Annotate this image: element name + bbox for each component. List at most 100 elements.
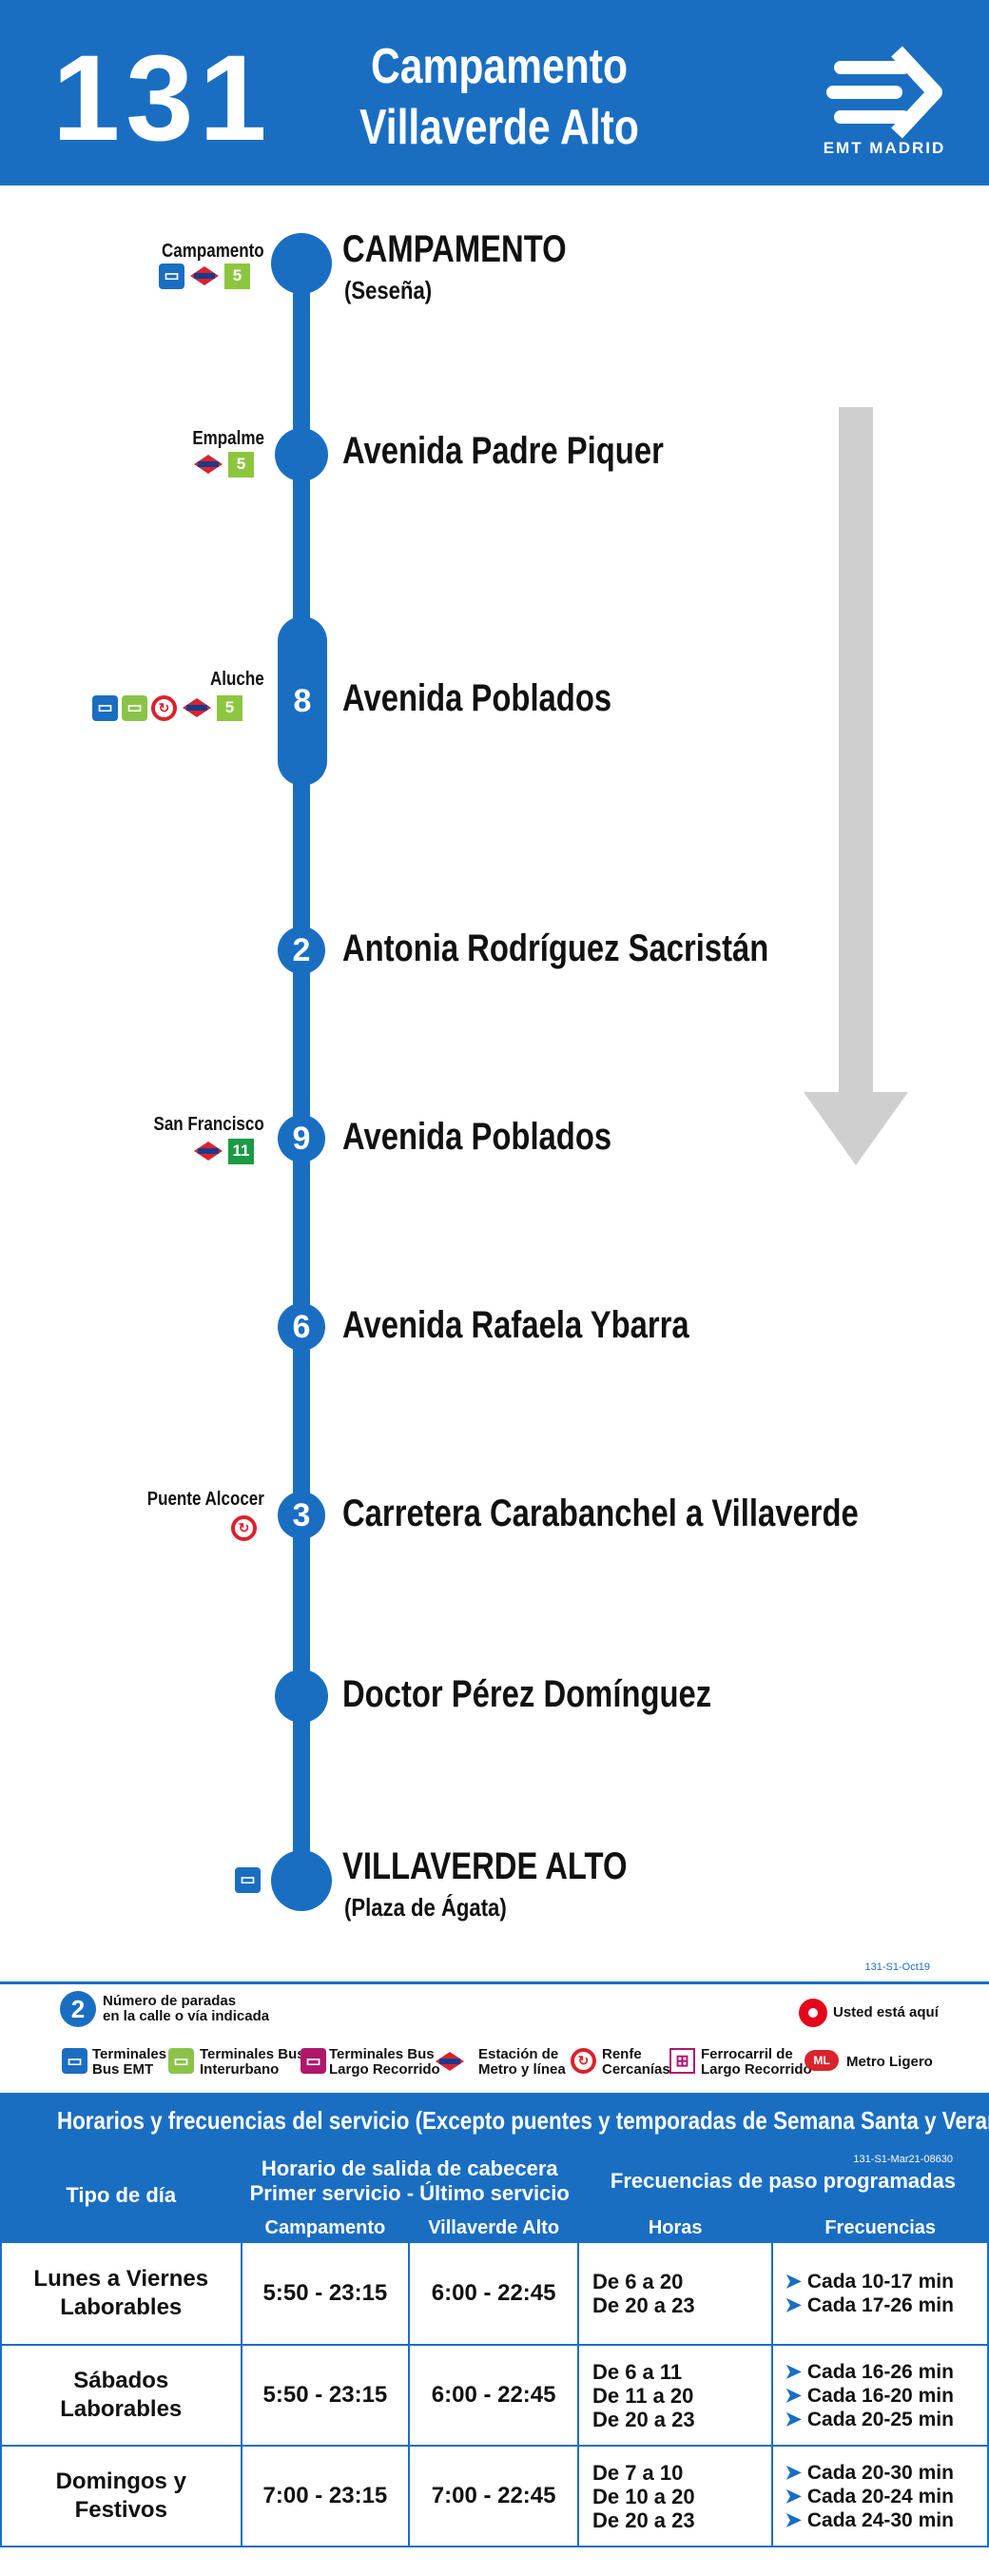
bus-terminal-icon: ▭ bbox=[235, 1866, 261, 1893]
metro-line-icon: 11 bbox=[228, 1138, 254, 1164]
line-number: 131 bbox=[52, 30, 273, 166]
header-day-type: Tipo de día bbox=[0, 2148, 242, 2243]
schedule-document-code: 131-S1-Mar21-08630 bbox=[853, 2154, 953, 2165]
legend-text: en la calle o vía indicada bbox=[103, 2008, 270, 2024]
first-last-cell: 7:00 - 22:45 bbox=[408, 2445, 579, 2547]
stop-name: Avenida Padre Piquer bbox=[342, 430, 664, 472]
header-frequencies: Frecuencias de paso programadas bbox=[576, 2148, 989, 2215]
terminal-stop-dot bbox=[271, 1850, 332, 1911]
stop-count-badge: 3 bbox=[278, 1492, 325, 1539]
schedule-title-bar: Horarios y frecuencias del servicio (Exc… bbox=[0, 2093, 989, 2148]
stop-subtitle: (Plaza de Ágata) bbox=[344, 1893, 507, 1922]
stop-dot bbox=[275, 1669, 328, 1723]
connection-icons: 11 bbox=[192, 1138, 254, 1164]
metro-icon bbox=[192, 452, 224, 478]
metro-icon bbox=[188, 263, 221, 289]
you-are-here-label: Usted está aquí bbox=[833, 2004, 939, 2020]
metro-line-icon: 5 bbox=[217, 694, 242, 721]
interurban-bus-icon: ▭ bbox=[168, 2048, 194, 2074]
bus-terminal-icon: ▭ bbox=[159, 263, 184, 289]
stop-name: VILLAVERDE ALTO bbox=[342, 1845, 628, 1887]
renfe-icon: ↻ bbox=[231, 1514, 257, 1541]
stop-count-badge: 9 bbox=[278, 1115, 325, 1162]
document-code: 131-S1-Oct19 bbox=[864, 1961, 930, 1973]
connection-icons: 5 bbox=[192, 451, 254, 478]
first-last-cell: 5:50 - 23:15 bbox=[240, 2241, 411, 2346]
stop-name: Doctor Pérez Domínguez bbox=[342, 1673, 712, 1715]
emt-logo-icon bbox=[826, 46, 942, 139]
renfe-icon: ↻ bbox=[571, 2048, 596, 2074]
stop-count-badge: 6 bbox=[278, 1303, 325, 1351]
long-distance-train-icon: ⊞ bbox=[669, 2048, 695, 2074]
bus-terminal-icon: ▭ bbox=[92, 694, 118, 721]
freq-cell: ➤ Cada 16-26 min➤ Cada 16-20 min➤ Cada 2… bbox=[771, 2344, 989, 2447]
stop-name: Carretera Carabanchel a Villaverde bbox=[342, 1493, 859, 1534]
interurban-bus-icon: ▭ bbox=[122, 694, 147, 721]
stop-name: Avenida Poblados bbox=[342, 1116, 612, 1158]
route-destination: Villaverde Alto bbox=[359, 100, 639, 155]
connection-label: Campamento bbox=[162, 241, 264, 262]
freq-cell: ➤ Cada 10-17 min➤ Cada 17-26 min bbox=[771, 2241, 989, 2346]
legend-text: Número de paradas bbox=[103, 1993, 237, 2009]
light-rail-icon: ML bbox=[805, 2050, 839, 2071]
stop-subtitle: (Seseña) bbox=[344, 276, 433, 304]
route-origin: Campamento bbox=[370, 39, 629, 94]
metro-line-icon: 5 bbox=[224, 263, 250, 289]
metro-icon bbox=[181, 695, 213, 721]
connection-icons: ▭ 5 bbox=[159, 263, 250, 289]
renfe-icon: ↻ bbox=[151, 694, 177, 721]
stop-name: Avenida Rafaela Ybarra bbox=[342, 1304, 689, 1346]
header: 131 Campamento Villaverde Alto EMT MADRI… bbox=[0, 0, 989, 185]
connection-label: Puente Alcocer bbox=[146, 1489, 264, 1510]
schedule-title: Horarios y frecuencias del servicio (Exc… bbox=[57, 2106, 989, 2135]
header-freq: Frecuencias bbox=[771, 2213, 989, 2243]
freq-cell: ➤ Cada 20-30 min➤ Cada 20-24 min➤ Cada 2… bbox=[771, 2445, 989, 2547]
stop-dot bbox=[275, 428, 328, 481]
legend-divider bbox=[0, 1981, 989, 1984]
terminal-stop-dot bbox=[271, 233, 332, 294]
long-distance-bus-icon: ▭ bbox=[301, 2048, 326, 2074]
connection-label: Aluche bbox=[210, 669, 264, 690]
header-hours: Horas bbox=[576, 2213, 774, 2243]
metro-line-icon: 5 bbox=[228, 451, 254, 478]
you-are-here-icon bbox=[799, 1999, 827, 2027]
connection-icons: ▭ ▭ ↻ 5 bbox=[92, 694, 242, 721]
legend-item: Metro Ligero bbox=[846, 2054, 933, 2070]
connection-icons: ↻ bbox=[231, 1514, 257, 1541]
stop-count-badge: 8 bbox=[278, 616, 327, 786]
connection-icons: ▭ bbox=[235, 1866, 261, 1893]
stop-name: CAMPAMENTO bbox=[342, 228, 567, 270]
metro-icon bbox=[192, 1139, 224, 1164]
stop-name: Avenida Poblados bbox=[342, 677, 612, 719]
metro-icon bbox=[434, 2048, 466, 2074]
header-from: Campamento bbox=[240, 2213, 411, 2243]
direction-arrow-icon bbox=[804, 407, 908, 1165]
first-last-cell: 6:00 - 22:45 bbox=[408, 2241, 579, 2346]
stop-name: Antonia Rodríguez Sacristán bbox=[342, 927, 769, 969]
first-last-cell: 5:50 - 23:15 bbox=[240, 2344, 411, 2447]
connection-label: San Francisco bbox=[153, 1114, 264, 1135]
route-line bbox=[293, 262, 310, 1879]
legend-count-icon: 2 bbox=[60, 1991, 96, 2027]
first-last-cell: 7:00 - 23:15 bbox=[240, 2445, 411, 2547]
connection-label: Empalme bbox=[192, 428, 264, 449]
header-to: Villaverde Alto bbox=[408, 2213, 579, 2243]
schedule-table: Tipo de día Horario de salida de cabecer… bbox=[0, 2148, 989, 2547]
